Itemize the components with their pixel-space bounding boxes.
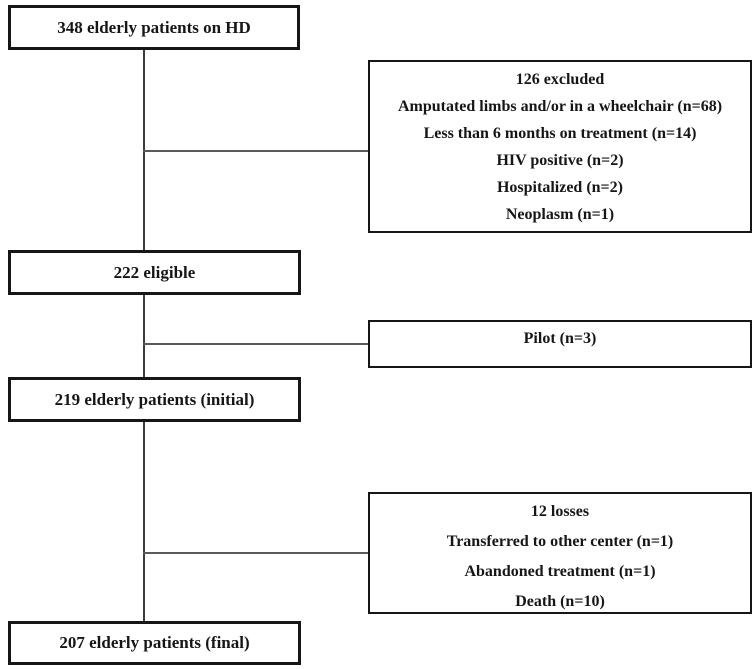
losses-reason: Abandoned treatment (n=1)	[464, 563, 656, 580]
excluded-reason: HIV positive (n=2)	[496, 152, 624, 169]
node-final: 207 elderly patients (final)	[8, 621, 301, 665]
node-pilot: Pilot (n=3)	[368, 320, 752, 368]
node-eligible-label: 222 eligible	[113, 262, 196, 282]
losses-title: 12 losses	[530, 503, 590, 520]
excluded-reason: Neoplasm (n=1)	[505, 206, 615, 223]
node-initial: 219 elderly patients (initial)	[8, 377, 301, 422]
losses-reason: Transferred to other center (n=1)	[446, 533, 674, 550]
node-eligible: 222 eligible	[8, 250, 301, 295]
node-excluded: 126 excluded Amputated limbs and/or in a…	[368, 60, 752, 233]
node-initial-label: 219 elderly patients (initial)	[54, 389, 255, 409]
connector-branch-excluded	[143, 150, 368, 152]
connector-branch-pilot	[143, 343, 368, 345]
node-final-label: 207 elderly patients (final)	[59, 633, 250, 652]
losses-reason: Death (n=10)	[515, 593, 605, 610]
pilot-label: Pilot (n=3)	[523, 330, 597, 347]
excluded-reason: Hospitalized (n=2)	[496, 179, 623, 196]
node-enrolled: 348 elderly patients on HD	[8, 5, 300, 50]
excluded-title: 126 excluded	[515, 71, 605, 88]
connector-vertical-initial-to-final	[143, 422, 145, 621]
excluded-reason: Amputated limbs and/or in a wheelchair (…	[397, 98, 723, 115]
connector-branch-losses	[143, 552, 368, 554]
connector-vertical-eligible-to-initial	[143, 295, 145, 377]
node-enrolled-label: 348 elderly patients on HD	[57, 17, 251, 37]
excluded-reason: Less than 6 months on treatment (n=14)	[423, 125, 697, 142]
node-losses: 12 losses Transferred to other center (n…	[368, 492, 752, 614]
